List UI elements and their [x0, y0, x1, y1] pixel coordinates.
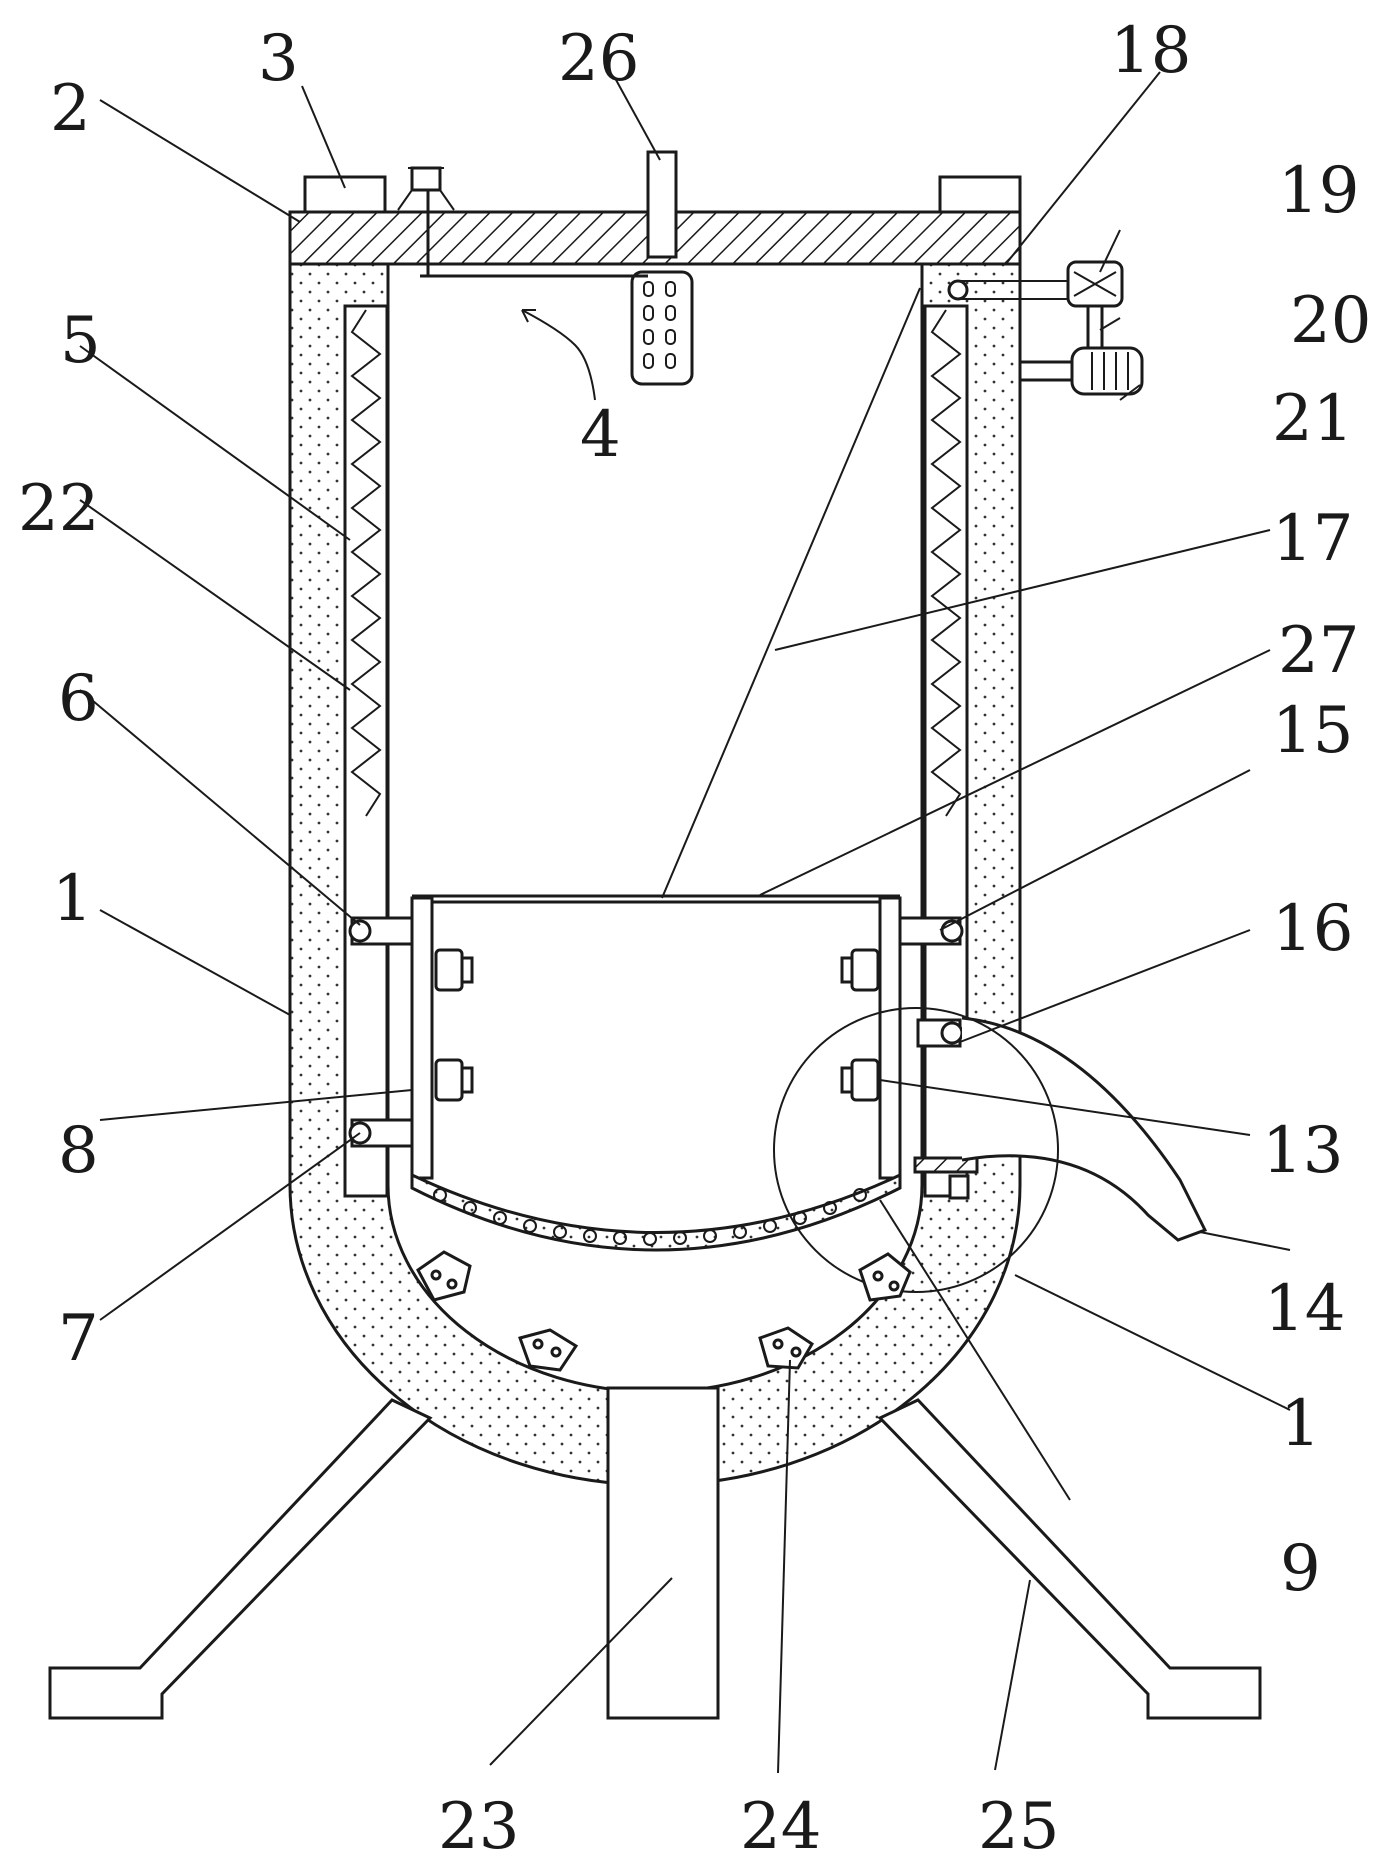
label-17: 17 [1272, 502, 1353, 576]
label-21: 21 [1272, 382, 1353, 456]
winch-shaft [1086, 304, 1104, 350]
inner-wall-right [923, 304, 969, 1198]
label-24: 24 [740, 1790, 821, 1864]
valve-body [410, 166, 442, 192]
spray-holes [643, 281, 676, 369]
label-2: 2 [50, 72, 91, 146]
label-7: 7 [58, 1302, 99, 1376]
heating-coil-right [930, 309, 962, 817]
basket-side-right [878, 896, 902, 1180]
motor [1070, 346, 1144, 396]
outer-wall [288, 260, 1022, 1487]
label-1-right: 1 [1280, 1387, 1321, 1461]
top-block-right [938, 175, 1022, 214]
leader-lines [79, 71, 1291, 1774]
label-15: 15 [1272, 694, 1353, 768]
label-26: 26 [558, 22, 639, 96]
label-8: 8 [58, 1114, 99, 1188]
label-14: 14 [1264, 1272, 1345, 1346]
label-6: 6 [58, 662, 99, 736]
spray-head [630, 270, 694, 386]
label-19: 19 [1278, 154, 1359, 228]
spray-indicator [521, 309, 596, 401]
rollers [434, 948, 880, 1102]
label-1-left: 1 [52, 862, 93, 936]
top-block-left [303, 175, 387, 214]
guide-brackets [348, 916, 964, 1148]
lift-cable [661, 287, 921, 899]
label-22: 22 [18, 472, 99, 546]
label-16: 16 [1272, 892, 1353, 966]
leg-right [877, 1398, 1262, 1720]
inlet-pipe [646, 150, 678, 259]
basket-bottom-beads [433, 1188, 867, 1246]
inner-wall-left [343, 304, 389, 1198]
label-20: 20 [1290, 284, 1371, 358]
label-13: 13 [1262, 1114, 1343, 1188]
pulley [947, 279, 969, 301]
detail-circle [773, 1007, 1059, 1293]
heating-elements [416, 1250, 912, 1372]
label-18: 18 [1110, 14, 1191, 88]
basket-side-left [410, 896, 434, 1180]
motor-bracket [1018, 360, 1074, 382]
drain-pipe [606, 1386, 720, 1720]
heating-coil-left [350, 309, 382, 817]
outlet-spout [961, 1016, 1208, 1242]
label-5: 5 [60, 304, 101, 378]
label-3: 3 [258, 22, 299, 96]
label-27: 27 [1278, 614, 1359, 688]
label-23: 23 [438, 1790, 519, 1864]
label-25: 25 [978, 1790, 1059, 1864]
label-4: 4 [580, 398, 621, 472]
stop-block [913, 1156, 979, 1174]
label-9: 9 [1280, 1532, 1321, 1606]
leg-left [48, 1398, 433, 1720]
